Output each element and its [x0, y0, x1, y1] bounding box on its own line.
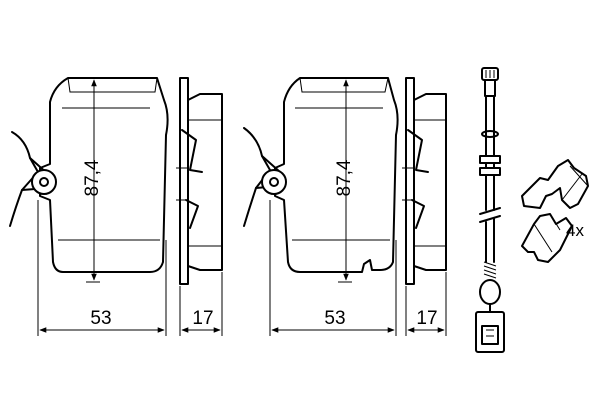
brake-pad-side-view-left — [176, 77, 223, 336]
brake-pad-front-view-right — [243, 77, 399, 336]
brake-pad-front-view-left — [9, 77, 169, 336]
clip-quantity-label: 4x — [566, 221, 584, 240]
pad-height-label-left: 87,4 — [82, 159, 103, 196]
guide-clip-upper — [521, 159, 589, 209]
pad-height-label-right: 87,4 — [334, 159, 355, 196]
pad-width-label-right: 53 — [324, 308, 345, 329]
wear-sensor-cable — [475, 67, 505, 353]
pad-thickness-label-left: 17 — [192, 308, 213, 329]
guide-clip-lower — [521, 213, 573, 263]
pad-thickness-label-right: 17 — [416, 308, 437, 329]
pad-width-label-left: 53 — [90, 308, 111, 329]
brake-pad-side-view-right — [402, 77, 447, 336]
